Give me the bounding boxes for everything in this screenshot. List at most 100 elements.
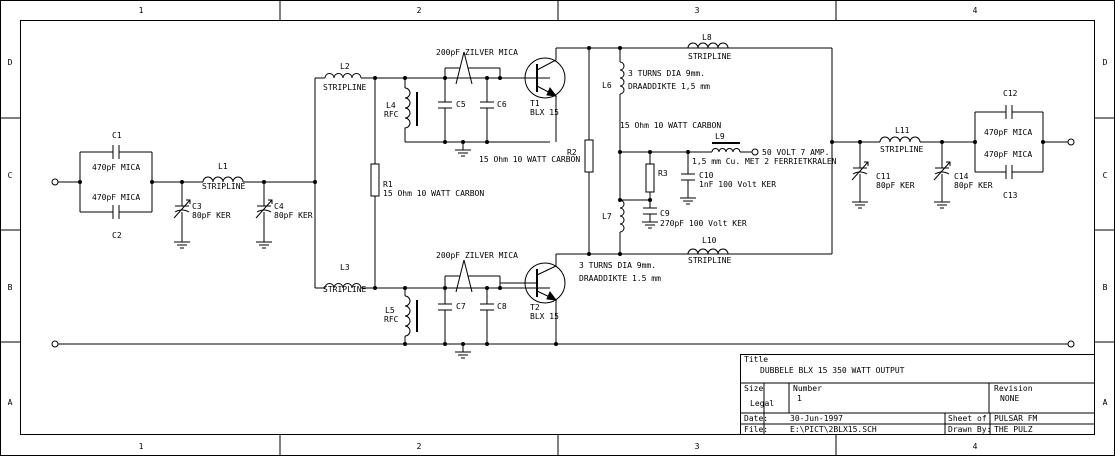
col-label-2-bottom: 2 — [417, 442, 422, 451]
size-label: Size — [744, 384, 763, 393]
col-label-3-bottom: 3 — [695, 442, 700, 451]
c9-value: 270pF 100 Volt KER — [660, 219, 747, 228]
col-label-2-top: 2 — [417, 6, 422, 15]
resistor-r1-symbol — [370, 163, 380, 197]
capacitor-c4-symbol — [255, 199, 273, 219]
capacitor-c11-symbol — [851, 161, 869, 181]
date-value: 30-Jun-1997 — [790, 414, 843, 423]
l7-line2: DRAADDIKTE 1.5 mm — [579, 274, 661, 283]
row-label-c-left: C — [8, 171, 13, 180]
resistor-r2-symbol — [584, 139, 594, 173]
c2-ref: C2 — [112, 231, 122, 240]
c9-ref: C9 — [660, 209, 670, 218]
l6-line1: 3 TURNS DIA 9mm. — [628, 69, 705, 78]
l4-value: RFC — [384, 110, 399, 119]
inductor-l6-symbol — [619, 61, 625, 95]
row-label-b-left: B — [8, 283, 13, 292]
output-terminal — [1067, 138, 1075, 146]
r3-ref: R3 — [658, 169, 668, 178]
title-label: Title — [744, 355, 768, 364]
c6-ref: C6 — [497, 100, 507, 109]
ground-terminal-right — [1067, 340, 1075, 348]
col-label-1-bottom: 1 — [139, 442, 144, 451]
l9-value: 1,5 mm Cu. MET 2 FERRIETKRALEN — [692, 157, 837, 166]
c5-ref: C5 — [456, 100, 466, 109]
l9-ref: L9 — [715, 132, 725, 141]
r2-value-right: 15 Ohm 10 WATT CARBON — [620, 121, 721, 130]
l2-ref: L2 — [340, 62, 350, 71]
col-label-4-top: 4 — [973, 6, 978, 15]
l10-value: STRIPLINE — [688, 256, 732, 265]
capacitor-c2-symbol — [112, 205, 120, 219]
l7-ref: L7 — [602, 212, 612, 221]
r1-ref: R1 — [383, 180, 393, 189]
size-value: Legal — [750, 399, 774, 408]
c4-ref: C4 — [274, 202, 284, 211]
ground-icon — [680, 197, 696, 205]
inductor-l7-symbol — [619, 199, 625, 233]
l1-value: STRIPLINE — [202, 182, 246, 191]
l11-value: STRIPLINE — [880, 145, 924, 154]
t1-ref: T1 — [530, 99, 540, 108]
inductor-l8-symbol — [687, 42, 729, 49]
revision-label: Revision — [994, 384, 1033, 393]
inductor-l3-symbol — [324, 283, 362, 289]
row-label-c-right: C — [1103, 171, 1108, 180]
l3-value: STRIPLINE — [323, 285, 367, 294]
row-label-b-right: B — [1103, 283, 1108, 292]
c2-value: 470pF MICA — [92, 193, 140, 202]
date-label: Date: — [744, 414, 768, 423]
l3-ref: L3 — [340, 263, 350, 272]
inductor-l10-symbol — [687, 248, 729, 255]
l11-ref: L11 — [895, 126, 910, 135]
row-label-a-left: A — [8, 398, 13, 407]
supply-value: 50 VOLT 7 AMP. — [762, 148, 829, 157]
row-label-d-right: D — [1103, 58, 1108, 67]
trimmer-top-value: 200pF ZILVER MICA — [436, 48, 518, 57]
ground-icon — [642, 221, 658, 229]
c12-value: 470pF MICA — [984, 128, 1032, 137]
drawn-by-value: THE PULZ — [994, 425, 1033, 434]
title-block: Title DUBBELE BLX 15 350 WATT OUTPUT Siz… — [740, 354, 1095, 435]
l8-value: STRIPLINE — [688, 52, 732, 61]
title-value: DUBBELE BLX 15 350 WATT OUTPUT — [760, 366, 905, 375]
drawn-by-label: Drawn By: — [948, 425, 991, 434]
inductor-l4-symbol — [404, 87, 418, 130]
terminals — [51, 138, 1075, 348]
ground-icon — [934, 201, 950, 209]
revision-value: NONE — [1000, 394, 1019, 403]
c14-value: 80pF KER — [954, 181, 993, 190]
t1-value: BLX 15 — [530, 108, 559, 117]
capacitor-c14-symbol — [933, 161, 951, 181]
r1-value: 15 Ohm 10 WATT CARBON — [383, 189, 484, 198]
ground-icon — [455, 149, 471, 157]
trimmer-bottom-symbol — [455, 259, 473, 293]
c10-ref: C10 — [699, 171, 714, 180]
l8-ref: L8 — [702, 33, 712, 42]
col-label-3-top: 3 — [695, 6, 700, 15]
r2-ref: R2 — [567, 148, 577, 157]
sheet-of-label: of — [977, 414, 987, 423]
capacitor-c10-symbol — [681, 173, 695, 181]
capacitor-c5-symbol — [438, 101, 452, 109]
transistors — [524, 57, 566, 304]
col-label-1-top: 1 — [139, 6, 144, 15]
inductor-l2-symbol — [324, 73, 362, 79]
c13-value: 470pF MICA — [984, 150, 1032, 159]
l6-ref: L6 — [602, 81, 612, 90]
c13-ref: C13 — [1003, 191, 1018, 200]
ground-icon — [852, 201, 868, 209]
ground-symbols — [174, 149, 950, 359]
c12-ref: C12 — [1003, 89, 1018, 98]
fixed-capacitors — [112, 101, 1013, 311]
l2-value: STRIPLINE — [323, 83, 367, 92]
capacitor-c12-symbol — [1005, 105, 1013, 119]
number-label: Number — [793, 384, 822, 393]
trimmer-top-symbol — [455, 51, 473, 85]
c3-ref: C3 — [192, 202, 202, 211]
ground-terminal-left — [51, 340, 59, 348]
component-labels: C1 470pF MICA 470pF MICA C2 L1 STRIPLINE… — [92, 33, 1032, 324]
l1-ref: L1 — [218, 162, 228, 171]
capacitor-c8-symbol — [480, 303, 494, 311]
